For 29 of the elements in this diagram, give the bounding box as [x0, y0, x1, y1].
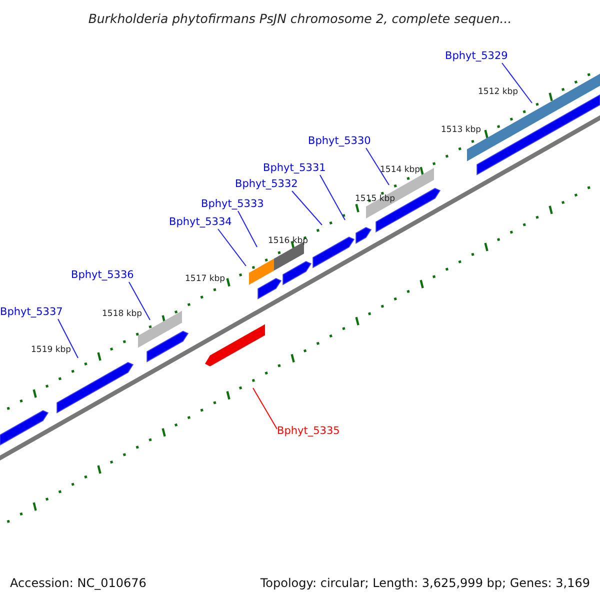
position-label: 1514 kbp [380, 164, 420, 177]
position-label: 1513 kbp [441, 124, 482, 137]
leader-line [292, 190, 322, 226]
gene-label: Bphyt_5332 [235, 177, 298, 191]
gene-label: Bphyt_5331 [263, 161, 326, 175]
leader-line [320, 174, 346, 220]
accession-text: Accession: NC_010676 [10, 575, 146, 592]
position-label: 1515 kbp [355, 193, 396, 206]
topology-text: Topology: circular; Length: 3,625,999 bp; Genes: 3,169 [260, 575, 590, 592]
leader-line [218, 228, 246, 266]
position-label: 1512 kbp [478, 86, 518, 99]
title: Burkholderia phytofirmans PsJN chromosome 2, complete sequen... [87, 10, 513, 28]
leader-line [502, 62, 532, 104]
position-label: 1516 kbp [268, 235, 308, 248]
leader-line [252, 388, 278, 430]
leader-line [128, 282, 150, 320]
gene-label: Bphyt_5333 [201, 197, 264, 211]
gene-label: Bphyt_5337 [0, 305, 63, 319]
gene-label: Bphyt_5336 [71, 268, 134, 282]
leader-line [366, 148, 390, 186]
gene-label: Bphyt_5334 [169, 215, 232, 229]
leader-line [238, 210, 258, 248]
leader-line [58, 318, 78, 358]
gene-label: Bphyt_5335 [277, 424, 340, 438]
position-label: 1518 kbp [102, 308, 142, 321]
gene-label: Bphyt_5329 [445, 49, 508, 63]
position-label: 1519 kbp [31, 344, 72, 357]
position-label: 1517 kbp [185, 273, 226, 286]
gene-label: Bphyt_5330 [308, 134, 371, 148]
